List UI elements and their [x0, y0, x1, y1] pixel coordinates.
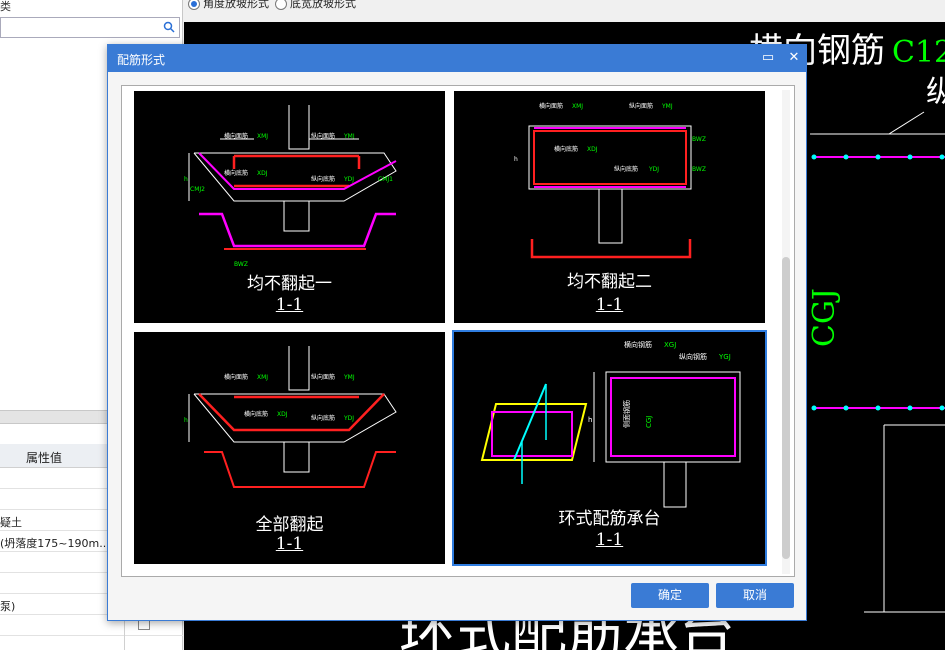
svg-text:h: h [184, 417, 188, 424]
svg-text:XMJ: XMJ [257, 133, 268, 140]
vertical-scrollbar[interactable] [782, 90, 790, 574]
option-section-4: 1-1 [595, 530, 624, 550]
svg-text:XDJ: XDJ [277, 411, 288, 418]
property-row[interactable]: 疑土 [0, 510, 183, 531]
svg-text:h: h [514, 156, 518, 163]
svg-text:YGJ: YGJ [718, 353, 731, 361]
svg-text:纵向底筋: 纵向底筋 [614, 165, 638, 173]
option-card-4[interactable]: 横向钢筋 XGJ 纵向钢筋 YGJ 侧面钢筋 CGJ h 环式配筋承台 1-1 [452, 330, 767, 566]
svg-text:h: h [588, 416, 592, 424]
diagram-no-bend-2: 横向面筋 XMJ 纵向面筋 YMJ 横向底筋 XDJ 纵向底筋 YDJ h BWZ BW… [514, 102, 706, 259]
cancel-button[interactable]: 取消 [716, 583, 794, 608]
property-row[interactable] [0, 468, 183, 489]
svg-text:CGJ: CGJ [645, 416, 653, 428]
svg-text:纵向底筋: 纵向底筋 [311, 175, 335, 183]
svg-text:BWZ: BWZ [692, 166, 706, 173]
dialog-title: 配筋形式 [117, 53, 166, 67]
svg-text:CMJ1: CMJ1 [378, 176, 393, 183]
rebar-dots-bottom [811, 405, 945, 411]
property-row[interactable] [0, 573, 183, 594]
search-icon[interactable] [163, 21, 175, 33]
search-input[interactable] [0, 17, 180, 38]
radio-checked-icon[interactable] [188, 0, 200, 10]
diagram-all-bend: 横向面筋 XMJ 纵向面筋 YMJ 横向底筋 XDJ 纵向底筋 YDJ h [184, 346, 397, 488]
radio-width-slope[interactable]: 底宽放坡形式 [275, 0, 356, 11]
option-card-3[interactable]: 横向面筋 XMJ 纵向面筋 YMJ 横向底筋 XDJ 纵向底筋 YDJ h 全部翻起 1… [134, 332, 445, 564]
svg-text:h: h [184, 176, 188, 183]
svg-text:侧面钢筋: 侧面钢筋 [622, 400, 631, 428]
property-row[interactable]: (坍落度175~190m... [0, 531, 183, 552]
svg-text:BWZ: BWZ [234, 261, 248, 268]
option-section-2: 1-1 [595, 295, 624, 315]
svg-text:纵向面筋: 纵向面筋 [311, 132, 335, 140]
rebar-form-dialog: 配筋形式 ▭ ✕ [107, 44, 807, 621]
minimize-button[interactable]: ▭ [761, 50, 775, 65]
option-caption-4: 环式配筋承台 [558, 509, 661, 529]
svg-text:XMJ: XMJ [572, 103, 583, 110]
svg-text:YDJ: YDJ [343, 176, 354, 183]
option-strip [184, 0, 945, 22]
svg-text:横向面筋: 横向面筋 [224, 373, 248, 381]
svg-text:XDJ: XDJ [257, 170, 268, 177]
radio-unchecked-icon[interactable] [275, 0, 287, 10]
dialog-titlebar[interactable]: 配筋形式 ▭ ✕ [108, 45, 806, 72]
option-caption-1: 均不翻起一 [247, 274, 332, 294]
scrollbar-thumb[interactable] [782, 257, 790, 559]
close-button[interactable]: ✕ [788, 50, 800, 65]
svg-text:YMJ: YMJ [343, 133, 355, 140]
option-gallery: 横向面筋 XMJ 纵向面筋 YMJ 横向底筋 XDJ 纵向底筋 YDJ CMJ2 CMJ… [121, 85, 795, 577]
svg-text:YDJ: YDJ [648, 166, 659, 173]
rebar-dots-top [811, 154, 945, 160]
svg-text:XMJ: XMJ [257, 374, 268, 381]
svg-text:YDJ: YDJ [343, 415, 354, 422]
cad-top-right: 纵 [926, 75, 945, 110]
left-top-label: 类 [0, 0, 11, 13]
slope-mode-radios: 角度放坡形式 底宽放坡形式 [188, 0, 356, 11]
svg-text:横向面筋: 横向面筋 [224, 132, 248, 140]
radio-angle-slope[interactable]: 角度放坡形式 [188, 0, 269, 11]
option-section-3: 1-1 [275, 534, 304, 554]
svg-text:CMJ2: CMJ2 [190, 186, 205, 193]
svg-text:YMJ: YMJ [661, 103, 673, 110]
svg-text:XDJ: XDJ [587, 146, 598, 153]
svg-text:横向底筋: 横向底筋 [224, 169, 248, 177]
svg-text:纵向面筋: 纵向面筋 [629, 102, 653, 110]
svg-text:YMJ: YMJ [343, 374, 355, 381]
diagram-no-bend-1: 横向面筋 XMJ 纵向面筋 YMJ 横向底筋 XDJ 纵向底筋 YDJ CMJ2 CMJ… [184, 105, 397, 268]
svg-text:纵向底筋: 纵向底筋 [311, 414, 335, 422]
svg-text:纵向面筋: 纵向面筋 [311, 373, 335, 381]
property-row[interactable] [0, 615, 183, 636]
confirm-button[interactable]: 确定 [631, 583, 709, 608]
svg-text:BWZ: BWZ [692, 136, 706, 143]
option-caption-3: 全部翻起 [255, 515, 324, 535]
option-card-2[interactable]: 横向面筋 XMJ 纵向面筋 YMJ 横向底筋 XDJ 纵向底筋 YDJ h BWZ BW… [454, 91, 765, 323]
svg-text:横向底筋: 横向底筋 [554, 145, 578, 153]
option-caption-2: 均不翻起二 [567, 272, 652, 292]
svg-text:横向底筋: 横向底筋 [244, 410, 268, 418]
property-row[interactable]: 泵) [0, 594, 183, 615]
svg-text:纵向钢筋: 纵向钢筋 [679, 352, 707, 361]
svg-text:XGJ: XGJ [664, 341, 676, 349]
cad-top-code: C12 [892, 35, 945, 70]
property-row[interactable] [0, 552, 183, 573]
property-row[interactable] [0, 489, 183, 510]
option-section-1: 1-1 [275, 295, 304, 315]
diagram-ring-cap: 横向钢筋 XGJ 纵向钢筋 YGJ 侧面钢筋 CGJ h [480, 340, 741, 508]
cad-side-code: CGJ [807, 288, 842, 347]
svg-text:横向钢筋: 横向钢筋 [624, 340, 652, 349]
option-card-1[interactable]: 横向面筋 XMJ 纵向面筋 YMJ 横向底筋 XDJ 纵向底筋 YDJ CMJ2 CMJ… [134, 91, 445, 323]
svg-text:横向面筋: 横向面筋 [539, 102, 563, 110]
